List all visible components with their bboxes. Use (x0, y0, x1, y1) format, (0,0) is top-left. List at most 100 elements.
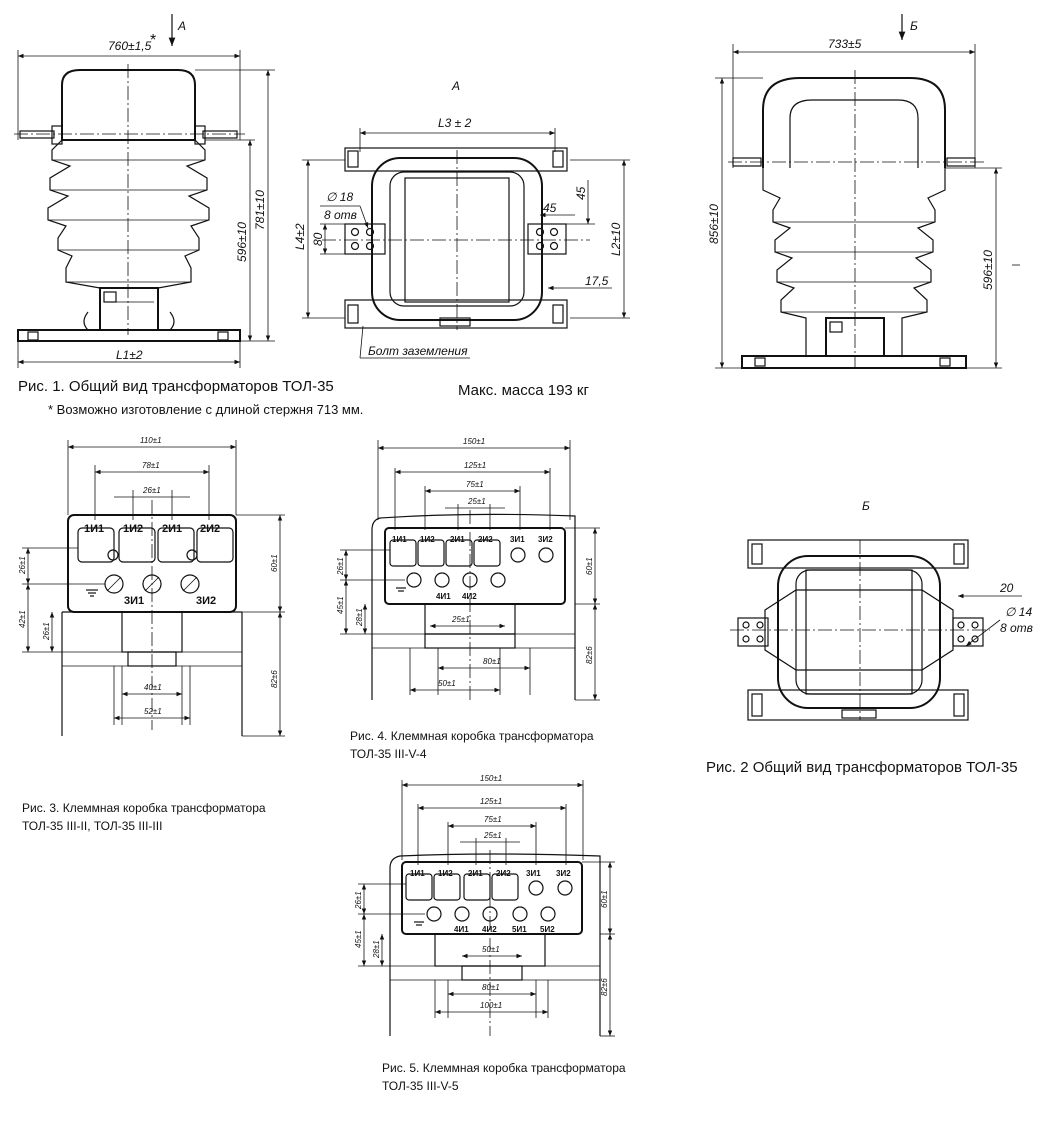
fig4-dim-50: 50±1 (438, 679, 456, 688)
fig3-caption-2: ТОЛ-35 III-II, ТОЛ-35 III-III (22, 819, 162, 833)
fig5-term-5i2: 5И2 (540, 925, 555, 934)
fig5-dim-75: 75±1 (484, 815, 502, 824)
view-a-title: А (451, 79, 460, 93)
fig2-view-arrow: Б (910, 19, 918, 33)
view-b-hole-n: 8 отв (1000, 621, 1033, 635)
fig4-right-60: 60±1 (585, 557, 594, 575)
fig4-term-3i2: 3И2 (538, 535, 553, 544)
fig2-caption: Рис. 2 Общий вид трансформаторов ТОЛ-35 (706, 759, 1018, 776)
fig3-term-1i1: 1И1 (84, 523, 104, 535)
fig1-transformer-drawing: 760±1,5 * А 781±10 (14, 14, 275, 368)
view-a-dim-45b: 45 (543, 201, 557, 215)
fig5-caption-2: ТОЛ-35 III-V-5 (382, 1079, 459, 1093)
fig5-right-60: 60±1 (600, 890, 609, 908)
fig3-terminal-box-drawing: 110±1 78±1 26±1 1И1 1И2 2И1 2И2 3И1 3И2 (18, 436, 285, 737)
fig4-term-3i1: 3И1 (510, 535, 525, 544)
fig4-terminal-box-drawing: 150±1 125±1 75±1 25±1 1И1 1И2 2И1 2И2 3И… (336, 437, 600, 701)
view-a-hole-n: 8 отв (324, 208, 357, 222)
view-a-ground-label: Болт заземления (368, 344, 468, 358)
fig2-dim-h1: 856±10 (707, 204, 721, 244)
view-a-drawing: А L3 ± 2 L4±2 80 ∅ 18 (293, 79, 630, 359)
fig4-dim-150: 150±1 (463, 437, 485, 446)
view-a-dim-l4: L4±2 (293, 223, 307, 250)
view-b-title: Б (862, 499, 870, 513)
fig1-note: * Возможно изготовление с длиной стержня… (48, 402, 363, 417)
fig5-dim-125: 125±1 (480, 797, 502, 806)
fig3-left-42: 42±1 (18, 610, 27, 628)
fig5-left-45: 45±1 (354, 930, 363, 948)
fig5-term-2i1: 2И1 (468, 869, 483, 878)
fig4-dim-25b: 25±1 (451, 615, 470, 624)
fig4-dim-25: 25±1 (467, 497, 486, 506)
fig4-right-82: 82±6 (585, 646, 594, 664)
view-a-dim-l3: L3 ± 2 (438, 116, 472, 130)
fig2-transformer-drawing: Б 733±5 856±10 596±10 (707, 14, 1020, 369)
fig5-term-4i2: 4И2 (482, 925, 497, 934)
fig5-term-1i1: 1И1 (410, 869, 425, 878)
fig3-term-2i2: 2И2 (200, 523, 220, 535)
view-b-dim-20: 20 (999, 581, 1014, 595)
fig3-term-3i1: 3И1 (124, 595, 144, 607)
fig4-caption-2: ТОЛ-35 III-V-4 (350, 747, 427, 761)
fig5-right-82: 82±6 (600, 978, 609, 996)
fig4-term-4i1: 4И1 (436, 592, 451, 601)
fig3-term-3i2: 3И2 (196, 595, 216, 607)
fig3-dim-26: 26±1 (142, 486, 161, 495)
view-a-hole-d: ∅ 18 (326, 190, 353, 204)
fig5-dim-25: 25±1 (483, 831, 502, 840)
fig3-right-82: 82±6 (270, 670, 279, 688)
fig2-dim-h2: 596±10 (981, 250, 995, 290)
fig4-dim-75: 75±1 (466, 480, 484, 489)
fig5-dim-80: 80±1 (482, 983, 500, 992)
fig3-dim-110: 110±1 (140, 436, 162, 445)
fig4-dim-125: 125±1 (464, 461, 486, 470)
fig5-term-4i1: 4И1 (454, 925, 469, 934)
fig5-terminal-box-drawing: 150±1 125±1 75±1 25±1 1И1 1И2 2И1 2И2 3И… (354, 774, 615, 1037)
fig5-left-26: 26±1 (354, 891, 363, 910)
fig5-term-2i2: 2И2 (496, 869, 511, 878)
fig1-dim-h1: 781±10 (253, 190, 267, 230)
fig4-term-4i2: 4И2 (462, 592, 477, 601)
fig5-dim-50: 50±1 (482, 945, 500, 954)
fig3-term-1i2: 1И2 (123, 523, 143, 535)
fig3-right-60: 60±1 (270, 554, 279, 572)
view-a-dim-17: 17,5 (585, 274, 609, 288)
fig3-dim-40: 40±1 (144, 683, 162, 692)
fig1-dim-star: * (150, 32, 156, 49)
fig3-dim-78: 78±1 (142, 461, 160, 470)
fig4-term-1i1: 1И1 (392, 535, 407, 544)
fig3-caption-1: Рис. 3. Клеммная коробка трансформатора (22, 801, 266, 815)
fig5-left-28: 28±1 (372, 940, 381, 959)
fig3-left-26: 26±1 (18, 556, 27, 575)
fig4-term-1i2: 1И2 (420, 535, 435, 544)
view-b-drawing: Б 20 ∅ 14 8 отв (730, 499, 1033, 721)
fig1-mass: Макс. масса 193 кг (458, 382, 589, 399)
fig4-left-28: 28±1 (355, 608, 364, 627)
fig4-left-26: 26±1 (336, 557, 345, 576)
fig5-caption-1: Рис. 5. Клеммная коробка трансформатора (382, 1061, 626, 1075)
fig5-term-3i1: 3И1 (526, 869, 541, 878)
fig5-dim-150: 150±1 (480, 774, 502, 783)
view-a-dim-l2: L2±10 (609, 222, 623, 256)
fig5-term-1i2: 1И2 (438, 869, 453, 878)
fig1-caption: Рис. 1. Общий вид трансформаторов ТОЛ-35 (18, 378, 334, 395)
fig3-term-2i1: 2И1 (162, 523, 182, 535)
fig5-dim-100: 100±1 (480, 1001, 502, 1010)
fig4-caption-1: Рис. 4. Клеммная коробка трансформатора (350, 729, 594, 743)
view-b-hole-d: ∅ 14 (1005, 605, 1032, 619)
fig1-dim-width: 760±1,5 (108, 39, 152, 53)
fig4-term-2i1: 2И1 (450, 535, 465, 544)
fig3-left-26b: 26±1 (42, 622, 51, 641)
view-a-dim-80: 80 (311, 232, 325, 246)
fig5-term-3i2: 3И2 (556, 869, 571, 878)
fig5-term-5i1: 5И1 (512, 925, 527, 934)
fig1-view-arrow: А (177, 19, 186, 33)
fig4-left-45: 45±1 (336, 596, 345, 614)
fig2-dim-width: 733±5 (828, 37, 862, 51)
fig4-term-2i2: 2И2 (478, 535, 493, 544)
fig1-dim-base: L1±2 (116, 348, 143, 362)
fig4-dim-80: 80±1 (483, 657, 501, 666)
fig3-dim-52: 52±1 (144, 707, 162, 716)
